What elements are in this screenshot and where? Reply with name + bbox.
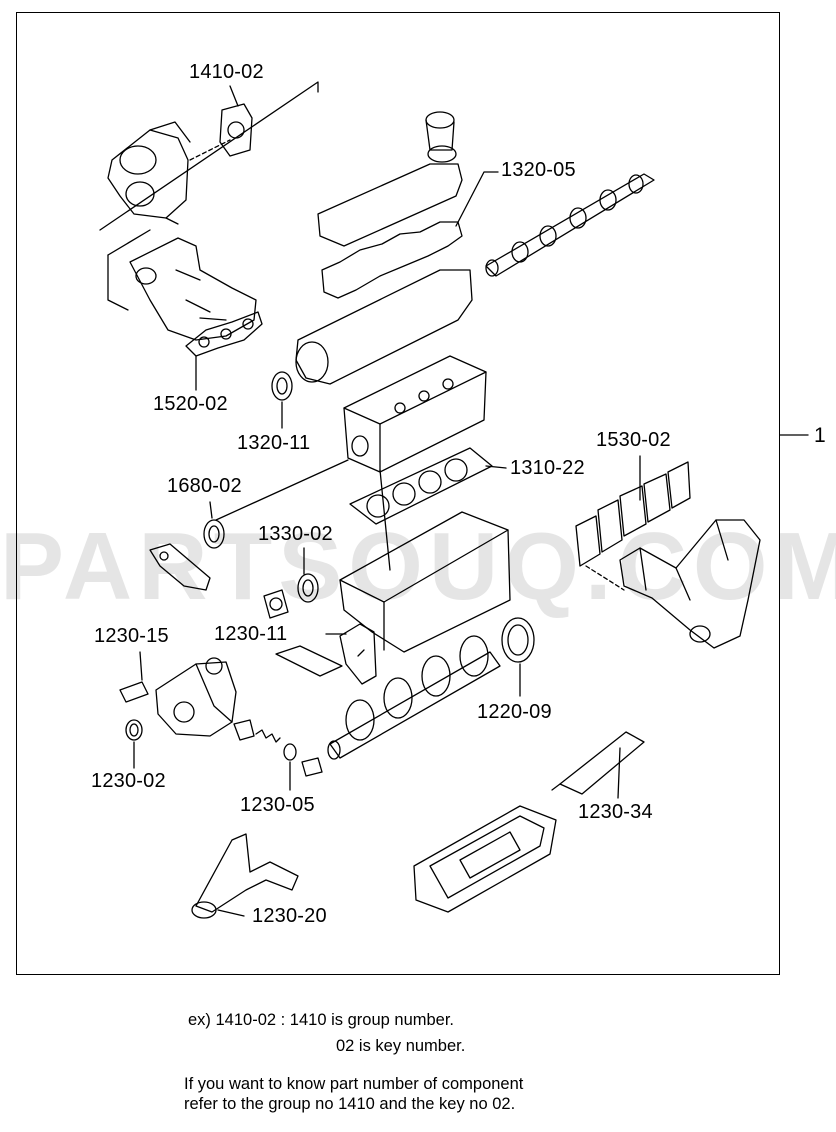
relief-valve-part — [233, 719, 323, 777]
callout-1410-02[interactable]: 1410-02 — [189, 61, 264, 83]
callout-1230-20[interactable]: 1230-20 — [252, 905, 327, 927]
front-seal-part — [297, 573, 319, 603]
callout-1310-22[interactable]: 1310-22 — [510, 457, 585, 479]
example-note-line-2: 02 is key number. — [336, 1037, 466, 1055]
callout-1230-15[interactable]: 1230-15 — [94, 625, 169, 647]
camshaft-part — [485, 173, 655, 277]
assembly-number-label[interactable]: 1 — [814, 424, 826, 447]
callout-1320-05[interactable]: 1320-05 — [501, 159, 576, 181]
throttle-gasket-part — [219, 103, 253, 157]
callout-1220-09[interactable]: 1220-09 — [477, 701, 552, 723]
oil-pump-housing-part — [155, 657, 237, 737]
exhaust-gasket-part — [575, 461, 691, 567]
callout-1330-02[interactable]: 1330-02 — [258, 523, 333, 545]
diagram-frame — [16, 12, 780, 975]
callout-1320-11[interactable]: 1320-11 — [237, 432, 311, 454]
oil-pump-part — [339, 623, 377, 685]
sensor-part — [263, 589, 289, 619]
head-gasket-part — [349, 447, 493, 525]
oil-strainer-part — [191, 833, 299, 919]
help-note-line-2: refer to the group no 1410 and the key n… — [184, 1095, 516, 1113]
engine-block-part — [339, 469, 511, 653]
callout-1230-05[interactable]: 1230-05 — [240, 794, 315, 816]
intake-gasket-part — [185, 311, 263, 357]
callout-1520-02[interactable]: 1520-02 — [153, 393, 228, 415]
rear-main-seal-part — [501, 617, 535, 663]
sealant-tube-part — [551, 731, 645, 795]
cylinder-head-part — [343, 355, 487, 473]
example-note-line-1: ex) 1410-02 : 1410 is group number. — [188, 1011, 455, 1029]
callout-1230-11[interactable]: 1230-11 — [214, 623, 288, 645]
water-pipe-part — [149, 543, 211, 591]
oil-pan-part — [413, 805, 557, 913]
relief-plug-part — [119, 681, 149, 703]
cam-seal-part — [271, 371, 293, 401]
rocker-cover-part — [317, 111, 463, 247]
exhaust-manifold-part — [619, 519, 761, 649]
cam-housing-part — [295, 269, 473, 385]
help-note-line-1: If you want to know part number of compo… — [184, 1075, 524, 1093]
rocker-gasket-part — [321, 221, 463, 299]
throttle-body-part — [107, 121, 191, 225]
callout-1680-02[interactable]: 1680-02 — [167, 475, 242, 497]
crankshaft-part — [327, 635, 501, 760]
oring-part — [125, 719, 143, 741]
callout-1230-34[interactable]: 1230-34 — [578, 801, 653, 823]
intake-manifold-part — [129, 237, 257, 341]
callout-1530-02[interactable]: 1530-02 — [596, 429, 671, 451]
callout-1230-02[interactable]: 1230-02 — [91, 770, 166, 792]
rear-seal-part — [203, 519, 225, 549]
